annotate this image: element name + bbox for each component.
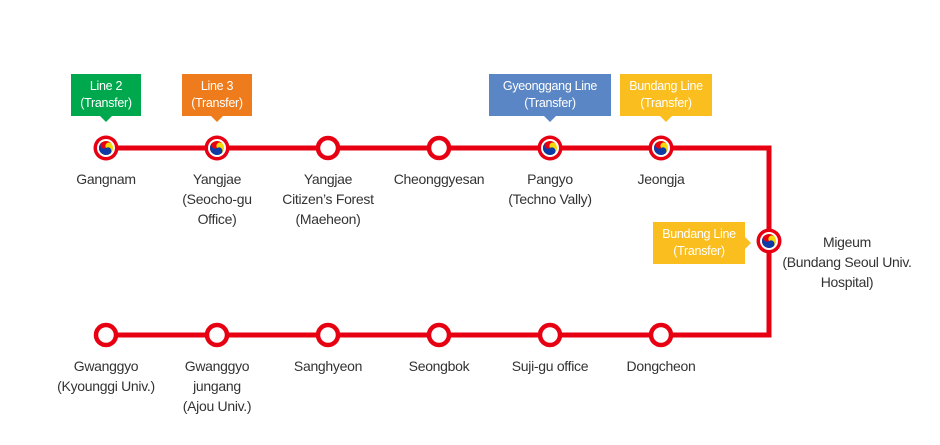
station-label-line: Cheonggyesan [393,171,485,187]
station-node-yangjae-citizens-forest[interactable] [315,135,341,161]
transfer-tag-line: (Transfer) [673,244,725,258]
station-label-pangyo: Pangyo (Techno Vally) [475,169,625,209]
transfer-tag-line: Bundang Line [662,227,736,241]
transfer-tag-bundang-line-jeongja: Bundang Line (Transfer) [620,74,712,122]
station-node-pangyo[interactable] [537,135,563,161]
station-circle [315,322,341,348]
transfer-tag-line: Gyeonggang Line [502,79,598,93]
station-node-suji-gu-office[interactable] [537,322,563,348]
station-label-line: (Techno Vally) [508,191,592,207]
station-label-gwanggyo-jungang: Gwanggyo jungang (Ajou Univ.) [142,356,292,416]
station-label-gwanggyo: Gwanggyo (Kyounggi Univ.) [31,356,181,396]
station-node-sanghyeon[interactable] [315,322,341,348]
taeguk-blue [762,235,775,248]
transfer-tag-line: (Transfer) [524,96,576,110]
taeguk-blue [543,142,556,155]
station-circle [93,322,119,348]
transfer-tag-line: Line 3 [200,79,234,93]
station-label-migeum: Migeum (Bundang Seoul Univ. Hospital) [767,232,927,292]
transfer-tag-line: (Transfer) [640,96,692,110]
transfer-tag-line: Bundang Line [629,79,703,93]
station-node-cheonggyesan[interactable] [426,135,452,161]
station-circle [315,135,341,161]
station-label-line: Hospital) [820,274,874,290]
station-label-line: Gwanggyo [184,358,250,374]
station-node-seongbok[interactable] [426,322,452,348]
taeguk-blue [210,142,223,155]
taeguk-blue [99,142,112,155]
station-label-line: Gangnam [76,171,136,187]
station-label-line: Migeum [823,234,871,250]
station-label-gangnam: Gangnam [31,169,181,189]
station-label-line: Gwanggyo [73,358,139,374]
transfer-tag-line-3: Line 3 (Transfer) [182,74,252,122]
station-node-jeongja[interactable] [648,135,674,161]
station-node-migeum[interactable] [756,228,782,254]
station-label-line: Office) [197,211,237,227]
station-nodes [93,135,782,348]
transfer-tag-gyeonggang-line: Gyeonggang Line (Transfer) [489,74,611,122]
station-label-line: Dongcheon [626,358,696,374]
station-label-dongcheon: Dongcheon [586,356,736,376]
station-label-seongbok: Seongbok [364,356,514,376]
station-label-line: Citizen’s Forest [282,191,374,207]
transfer-tag-bundang-line-migeum: Bundang Line (Transfer) [653,222,751,264]
station-label-line: Yangjae [192,171,242,187]
transfer-tag-line: Line 2 [89,79,123,93]
station-label-sanghyeon: Sanghyeon [253,356,403,376]
station-label-line: Seongbok [408,358,470,374]
station-label-line: (Ajou Univ.) [182,398,252,414]
station-label-line: Suji-gu office [511,358,589,374]
transfer-tag-line: (Transfer) [80,96,132,110]
station-label-line: (Maeheon) [295,211,361,227]
station-label-suji-gu-office: Suji-gu office [475,356,625,376]
station-node-gangnam[interactable] [93,135,119,161]
station-label-line: jungang [193,378,241,394]
station-label-line: Pangyo [527,171,573,187]
station-node-gwanggyo[interactable] [93,322,119,348]
station-label-line: (Kyounggi Univ.) [57,378,155,394]
station-label-line: (Bundang Seoul Univ. [782,254,912,270]
station-label-line: Sanghyeon [293,358,363,374]
station-label-line: (Seocho-gu [182,191,252,207]
station-circle [648,322,674,348]
station-label-jeongja: Jeongja [586,169,736,189]
station-circle [426,322,452,348]
station-circle [204,322,230,348]
station-circle [426,135,452,161]
transfer-tag-line-2: Line 2 (Transfer) [71,74,141,122]
station-node-gwanggyo-jungang[interactable] [204,322,230,348]
transfer-tag-line: (Transfer) [191,96,243,110]
station-circle [537,322,563,348]
station-node-dongcheon[interactable] [648,322,674,348]
station-label-line: Yangjae [303,171,353,187]
station-node-yangjae[interactable] [204,135,230,161]
station-label-line: Jeongja [637,171,685,187]
station-label-cheonggyesan: Cheonggyesan [364,169,514,189]
taeguk-blue [654,142,667,155]
